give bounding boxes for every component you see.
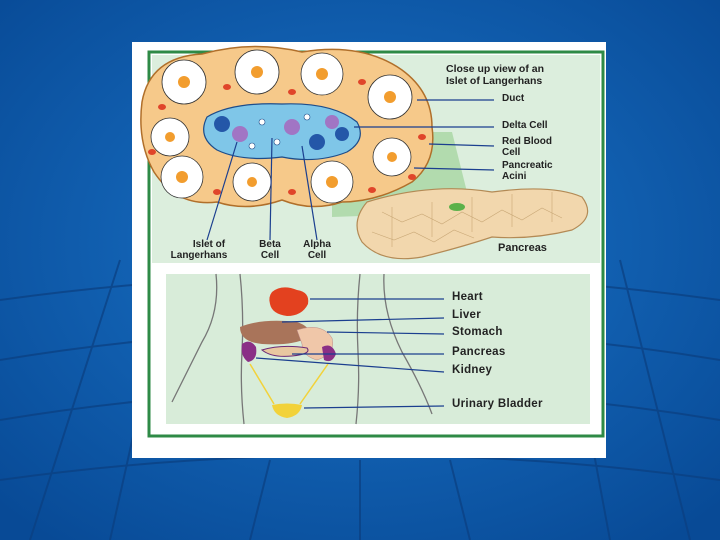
bladder-organ <box>272 403 302 418</box>
label-pancreas-bottom: Pancreas <box>452 346 506 358</box>
label-pancreatic-acini-line1: Pancreatic <box>502 160 553 171</box>
label-alpha-line1: Alpha <box>303 239 331 250</box>
label-delta-cell: Delta Cell <box>502 120 548 131</box>
label-alpha-line2: Cell <box>307 250 327 261</box>
label-pancreas-top: Pancreas <box>498 242 547 254</box>
label-islet-line2: Langerhans <box>170 250 228 261</box>
diagram-figure: Close up view of an Islet of Langerhans … <box>132 42 606 458</box>
label-kidney: Kidney <box>452 364 493 376</box>
label-stomach: Stomach <box>452 326 503 338</box>
liver-organ <box>240 320 310 345</box>
pancreas-organ <box>356 188 589 260</box>
islet-cluster <box>140 45 434 208</box>
heart-organ <box>269 287 309 316</box>
label-urinary-bladder: Urinary Bladder <box>452 398 543 410</box>
label-islet-line1: Islet of <box>192 239 226 250</box>
diagram-title-line2: Islet of Langerhans <box>446 75 543 87</box>
kidney-organ <box>241 341 336 362</box>
label-beta-line2: Cell <box>260 250 280 261</box>
label-liver: Liver <box>452 309 481 321</box>
label-heart: Heart <box>452 291 483 303</box>
diagram-artwork <box>140 45 605 438</box>
label-pancreatic-acini-line2: Acini <box>502 171 527 182</box>
label-beta-line1: Beta <box>259 239 281 250</box>
diagram-title-line1: Close up view of an <box>446 63 545 75</box>
label-red-blood-cell-line2: Cell <box>502 147 521 158</box>
label-red-blood-cell-line1: Red Blood <box>502 136 552 147</box>
organs <box>240 287 336 418</box>
label-duct: Duct <box>502 93 525 104</box>
